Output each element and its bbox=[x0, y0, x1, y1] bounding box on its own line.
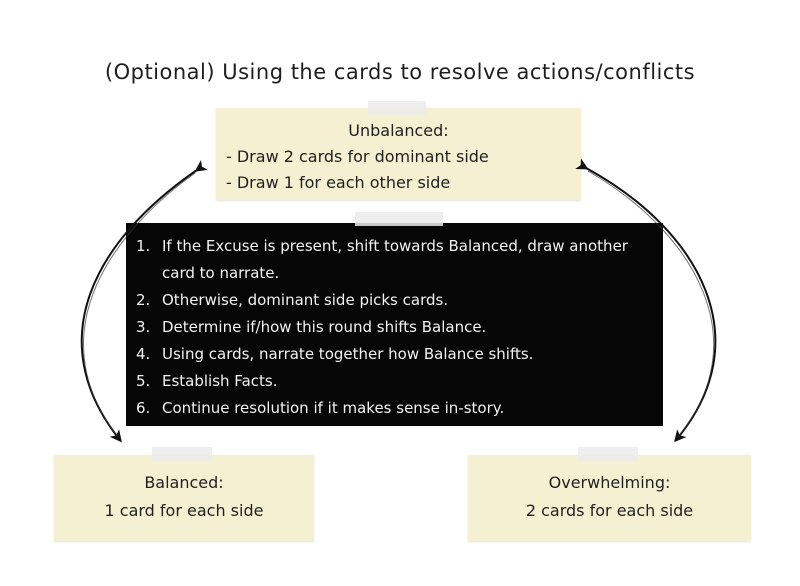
balanced-heading: Balanced: bbox=[144, 473, 224, 492]
right-double-arrow-sketch bbox=[587, 170, 715, 438]
unbalanced-note: Unbalanced: - Draw 2 cards for dominant … bbox=[216, 108, 581, 200]
balanced-note: Balanced: 1 card for each side bbox=[54, 455, 314, 541]
diagram-title: (Optional) Using the cards to resolve ac… bbox=[104, 60, 696, 84]
balanced-body: 1 card for each side bbox=[104, 501, 264, 520]
step-text: Determine if/how this round shifts Balan… bbox=[162, 318, 487, 336]
left-double-arrow-sketch bbox=[83, 172, 196, 438]
overwhelming-note: Overwhelming: 2 cards for each side bbox=[468, 455, 751, 541]
left-double-arrow bbox=[80, 159, 208, 443]
tape-strip bbox=[578, 447, 638, 461]
overwhelming-heading: Overwhelming: bbox=[548, 473, 671, 492]
tape-strip bbox=[152, 447, 212, 461]
unbalanced-item: - Draw 2 cards for dominant side bbox=[226, 147, 489, 166]
step-text: Otherwise, dominant side picks cards. bbox=[162, 291, 449, 309]
steps-board: 1.If the Excuse is present, shift toward… bbox=[126, 223, 663, 426]
right-double-arrow bbox=[575, 158, 717, 443]
step-text: Using cards, narrate together how Balanc… bbox=[162, 345, 534, 363]
overwhelming-body: 2 cards for each side bbox=[525, 501, 694, 520]
tape-strip bbox=[368, 101, 426, 115]
unbalanced-heading: Unbalanced: bbox=[348, 121, 449, 140]
unbalanced-item: - Draw 1 for each other side bbox=[226, 173, 451, 192]
step-text: Continue resolution if it makes sense in… bbox=[162, 399, 505, 417]
tape-strip bbox=[355, 212, 443, 226]
